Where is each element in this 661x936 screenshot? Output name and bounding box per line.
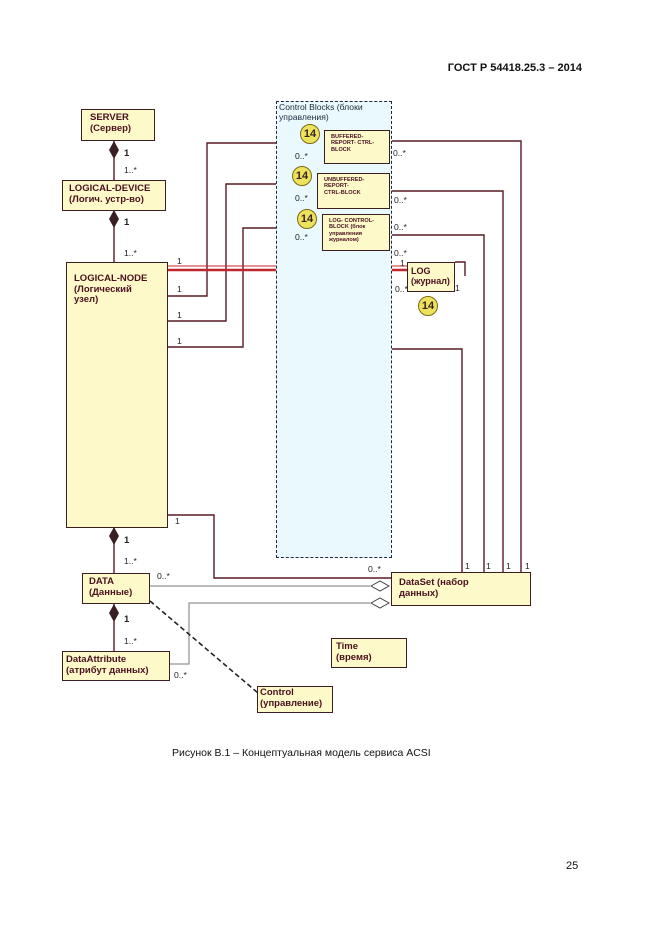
mult-brcb-right: 0..* xyxy=(393,148,406,158)
log-box: LOG(журнал) xyxy=(407,262,455,292)
mult-ln-log-right: 1 xyxy=(400,258,405,268)
mult-ln-log-1: 1 xyxy=(177,256,182,266)
mult-brcb-left: 0..* xyxy=(295,151,308,161)
mult-ln-dataset-1: 1 xyxy=(175,516,180,526)
mult-ld-ln-1: 1 xyxy=(124,217,130,228)
standard-header: ГОСТ Р 54418.25.3 – 2014 xyxy=(447,62,582,74)
badge-urcb: 14 xyxy=(292,166,312,186)
mult-server-ld-many: 1..* xyxy=(124,165,137,175)
mult-log-right: 1 xyxy=(455,283,460,293)
badge-log: 14 xyxy=(418,296,438,316)
mult-server-ld-1: 1 xyxy=(124,148,130,159)
figure-caption: Рисунок В.1 – Концептуальная модель серв… xyxy=(172,747,431,759)
data-box: DATA(Данные) xyxy=(82,573,150,604)
page-number: 25 xyxy=(566,860,579,872)
mult-ln-urcb-1: 1 xyxy=(177,310,182,320)
mult-lcb-right-1: 0..* xyxy=(394,222,407,232)
mult-urcb-right: 0..* xyxy=(394,195,407,205)
mult-lcb-left: 0..* xyxy=(295,232,308,242)
mult-ds-1d: 1 xyxy=(525,561,530,571)
mult-da-dataset: 0..* xyxy=(174,670,187,680)
urcb-box: UNBUFFERED-REPORT-CTRL-BLOCK xyxy=(317,173,390,209)
mult-ln-data-1: 1 xyxy=(124,535,130,546)
mult-ld-ln-many: 1..* xyxy=(124,248,137,258)
server-box: SERVER(Сервер) xyxy=(81,109,155,141)
mult-data-da-many: 1..* xyxy=(124,636,137,646)
mult-dataset-top: 0..* xyxy=(368,564,381,574)
mult-log-left: 0..* xyxy=(395,284,408,294)
badge-brcb: 14 xyxy=(300,124,320,144)
logical-device-box: LOGICAL-DEVICE(Логич. устр-во) xyxy=(62,180,166,211)
control-blocks-title: Control Blocks (блоки управления) xyxy=(279,102,363,122)
data-attribute-box: DataAttribute(атрибут данных) xyxy=(62,651,170,681)
mult-lcb-right-2: 0..* xyxy=(394,248,407,258)
mult-urcb-left: 0..* xyxy=(295,193,308,203)
badge-lcb: 14 xyxy=(297,209,317,229)
mult-ln-data-many: 1..* xyxy=(124,556,137,566)
mult-ln-lcb-1: 1 xyxy=(177,336,182,346)
mult-ds-1c: 1 xyxy=(506,561,511,571)
time-box: Time(время) xyxy=(331,638,407,668)
mult-data-dataset: 0..* xyxy=(157,571,170,581)
mult-data-da-1: 1 xyxy=(124,614,130,625)
brcb-box: BUFFERED-REPORT- CTRL-BLOCK xyxy=(324,130,390,164)
mult-ln-brcb-1: 1 xyxy=(177,284,182,294)
mult-ds-1b: 1 xyxy=(486,561,491,571)
control-box: Control(управление) xyxy=(257,686,333,713)
mult-ds-1a: 1 xyxy=(465,561,470,571)
